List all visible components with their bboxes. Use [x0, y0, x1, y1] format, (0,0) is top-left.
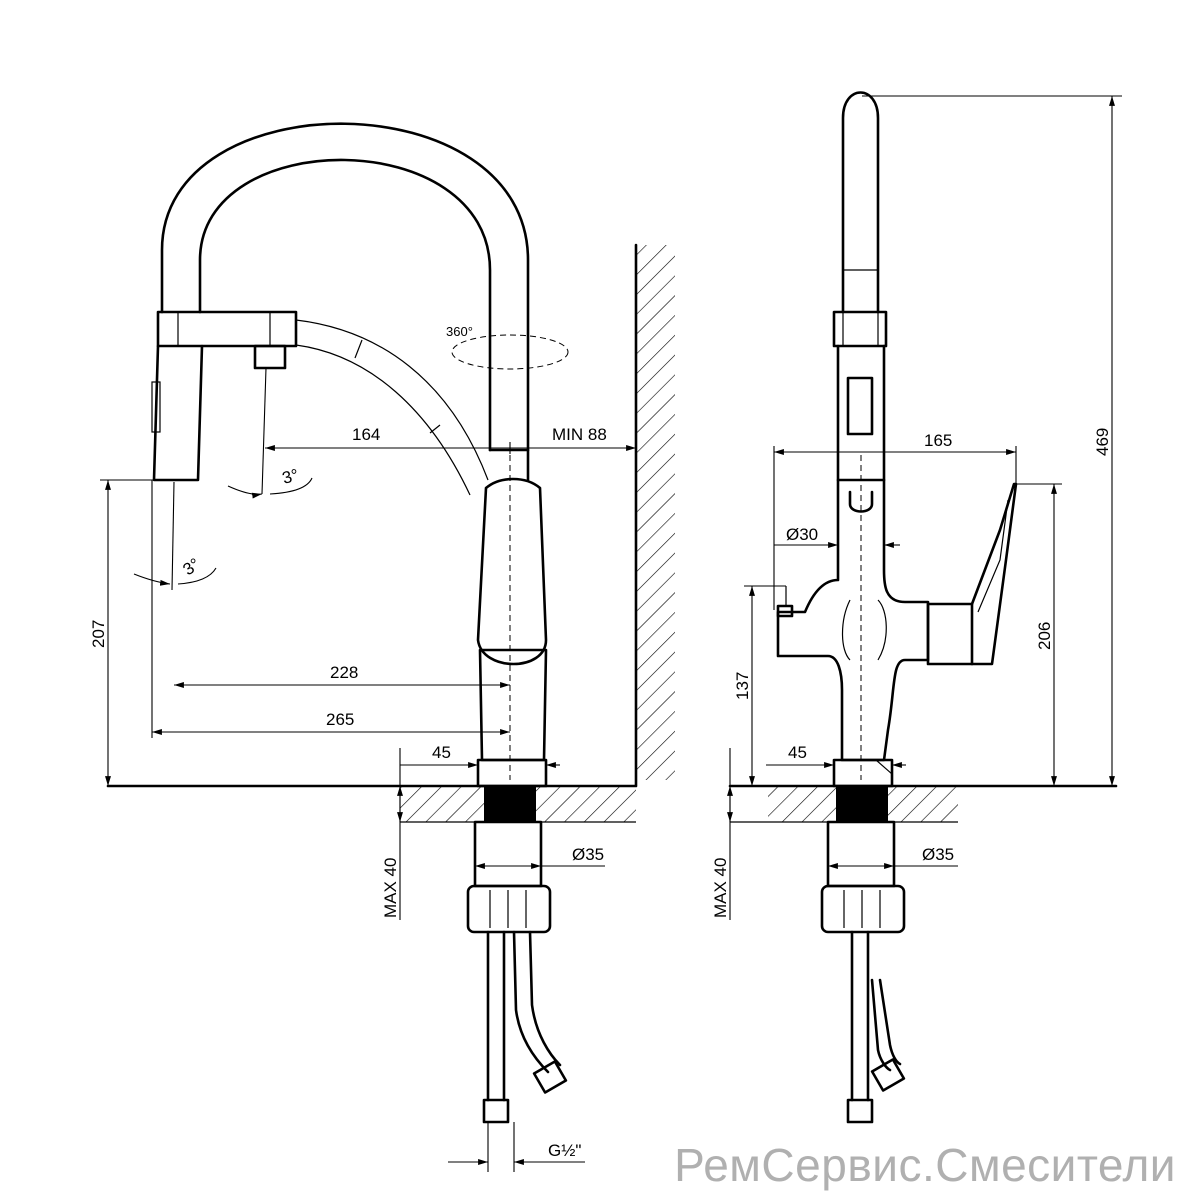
dim-207: 207: [89, 620, 108, 648]
dim-angle-bottom: 3°: [179, 554, 203, 579]
right-view: 469 165 Ø30 206 137 45 Ø35 MAX 40: [711, 91, 1122, 1124]
hoses-right: [846, 930, 906, 1124]
dim-angle-top: 3°: [280, 465, 301, 488]
dim-45-left: 45: [432, 743, 451, 762]
dim-164: 164: [352, 425, 380, 444]
spout: [160, 122, 530, 496]
spray-head: [151, 310, 298, 591]
dimensions-right: 469 165 Ø30 206 137 45 Ø35 MAX 40: [711, 95, 1122, 920]
countertop-right: [728, 784, 1118, 823]
dim-35-right: Ø35: [922, 845, 954, 864]
hoses-left: [482, 930, 568, 1124]
dim-max40-left: MAX 40: [381, 858, 400, 918]
mount-right: [820, 820, 906, 934]
dim-30: Ø30: [786, 525, 818, 544]
dim-137: 137: [733, 672, 752, 700]
dim-165: 165: [924, 431, 952, 450]
dim-max40-right: MAX 40: [711, 858, 730, 918]
tube-right: [832, 91, 888, 780]
dim-228: 228: [330, 663, 358, 682]
body-right: [776, 478, 1018, 788]
dim-35-left: Ø35: [572, 845, 604, 864]
dim-206: 206: [1035, 622, 1054, 650]
wall: [634, 243, 675, 787]
dim-360: 360°: [446, 324, 473, 339]
dim-g12: G½": [548, 1141, 581, 1160]
dim-min88: MIN 88: [552, 425, 607, 444]
body-left: [476, 448, 548, 788]
mount-left: [466, 820, 552, 934]
left-view: 164 MIN 88 207 228 265 3° 3° 360° 45 Ø35: [89, 122, 675, 1172]
dim-45-right: 45: [788, 743, 807, 762]
countertop-left: [106, 784, 638, 823]
watermark: РемСервис.Смесители: [674, 1139, 1176, 1191]
dim-469: 469: [1093, 428, 1112, 456]
dim-265: 265: [326, 710, 354, 729]
dimensions-left: 164 MIN 88 207 228 265 3° 3° 360° 45 Ø35: [89, 324, 636, 1172]
